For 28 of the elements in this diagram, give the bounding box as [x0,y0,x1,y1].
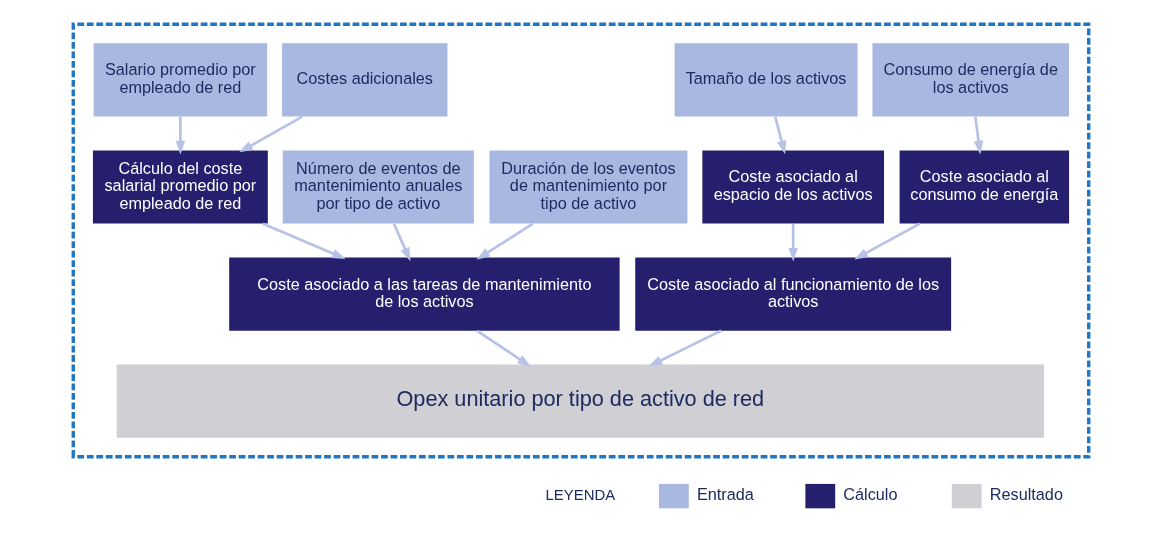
legend-label: Entrada [696,485,754,504]
cluster [71,22,1091,459]
arrow [854,222,921,260]
arrow [175,116,186,155]
node-box: Número de eventos de mantenimiento anuales por tipo de activo [282,150,474,224]
arrow [392,223,411,262]
arrow [648,329,722,367]
arrow [788,223,798,262]
node-box: Coste asociado al espacio de los activos [702,150,884,224]
node-box: Salario promedio por empleado de red [93,43,268,117]
node-box: Consumo de energía de los activos [872,43,1070,117]
node-box: Cálculo del coste salarial promedio por empleado de red [92,150,268,224]
legend-label: Cálculo [843,485,898,504]
node-box: Costes adicionales [282,43,448,117]
node-box: Coste asociado al consumo de energía [899,150,1070,224]
label: LEYENDA [545,486,616,503]
arrow [773,116,787,155]
arrow [262,222,346,260]
node-box: Coste asociado al funcionamiento de los activos [635,257,952,331]
node-box: Coste asociado a las tareas de mantenimiento de los activos [229,257,620,331]
node-box: Tamaño de los activos [674,43,858,117]
arrow [239,115,303,153]
node-box: Opex unitario por tipo de activo de red [116,364,1044,438]
arrow [973,116,984,155]
arrow [476,222,534,260]
arrow [476,329,531,367]
legend-label: Resultado [989,485,1063,504]
node-box: Duración de los eventos de mantenimiento por tipo de activo [489,150,688,224]
